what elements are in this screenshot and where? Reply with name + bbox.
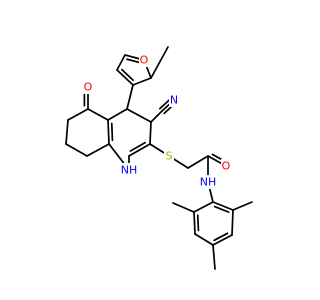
atom-label-nh-ring: NH — [121, 164, 138, 177]
single-bond — [194, 233, 214, 246]
single-bond — [149, 121, 152, 145]
single-bond — [107, 108, 128, 121]
double-bond-line — [213, 205, 230, 213]
atom-label-background — [83, 80, 93, 94]
double-bond-line — [213, 232, 229, 242]
single-bond — [193, 201, 214, 213]
background — [0, 0, 300, 300]
double-bond — [116, 69, 134, 86]
single-bond — [67, 108, 89, 121]
single-bond — [212, 244, 216, 270]
atom-label-o-ketone: O — [84, 81, 93, 94]
single-bond — [187, 155, 209, 169]
single-bond — [116, 54, 126, 71]
double-bond-line — [196, 214, 200, 232]
molecule-canvas: O O O S N NH NH — [0, 0, 300, 300]
double-bond-line — [129, 141, 146, 152]
single-bond — [65, 143, 88, 157]
single-bond — [132, 77, 152, 86]
double-bond — [193, 211, 196, 235]
double-bond — [107, 119, 110, 145]
double-bond — [212, 201, 234, 211]
molecule-structure: O O O S N NH NH — [0, 0, 300, 300]
atom-label-o-amide: O — [222, 160, 231, 173]
bonds — [65, 46, 253, 270]
atom-label-background — [164, 149, 174, 163]
single-bond — [232, 201, 253, 211]
double-bond — [212, 234, 233, 246]
single-bond — [87, 108, 109, 121]
atom-label-background — [200, 175, 216, 189]
atom-label-background — [221, 159, 231, 173]
atom-label-nh-amide: NH — [200, 176, 217, 189]
double-bond-line — [110, 122, 114, 142]
atom-label-background — [121, 163, 137, 177]
atom-label-o-furan: O — [140, 54, 149, 67]
single-bond — [65, 119, 69, 145]
atom-label-background — [139, 53, 149, 67]
single-bond — [86, 143, 110, 157]
single-bond — [172, 202, 195, 213]
atom-label-n-nitrile: N — [170, 94, 178, 107]
single-bond — [126, 108, 152, 123]
atom-label-s-thioether: S — [166, 150, 173, 163]
single-bond — [126, 84, 134, 110]
double-bond — [128, 143, 151, 157]
atom-labels: O O O S N NH NH — [83, 53, 231, 189]
double-bond-line — [126, 58, 142, 64]
double-bond-line — [121, 68, 134, 81]
single-bond — [231, 209, 234, 236]
single-bond — [150, 110, 163, 123]
atom-label-background — [169, 93, 179, 107]
single-bond — [150, 46, 169, 79]
